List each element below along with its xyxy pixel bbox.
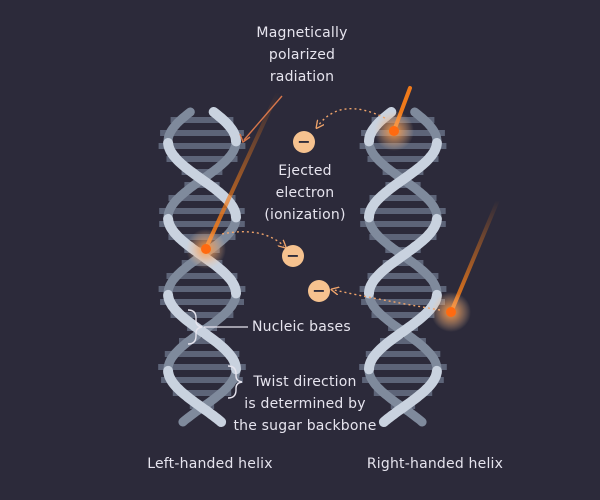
radiation-pointer-arrowhead [239, 133, 251, 144]
twist-label-line-2: is determined by [244, 396, 366, 412]
nucleic-base [158, 364, 246, 370]
nucleic-base [158, 286, 246, 292]
nucleic-base [380, 338, 426, 344]
nucleic-base [179, 338, 225, 344]
nucleic-base [359, 286, 447, 292]
nucleic-base [359, 364, 447, 370]
ejection-arrow-top [318, 108, 386, 126]
left-helix-caption: Left-handed helix [130, 453, 290, 475]
radiation-label-line-1: Magnetically [256, 25, 348, 41]
electron-icon: − [282, 245, 304, 267]
bases-label: Nucleic bases [252, 316, 362, 338]
nucleic-base [170, 312, 234, 318]
right-helix-caption: Right-handed helix [350, 453, 520, 475]
nucleic-base [367, 273, 439, 279]
nucleic-base [172, 390, 232, 396]
nucleic-base [168, 195, 236, 201]
radiation-label: Magnetically polarized radiation [232, 22, 372, 88]
right-helix-caption-text: Right-handed helix [366, 456, 504, 472]
twist-bracket [227, 365, 243, 399]
ejection-arrow-middle [221, 231, 284, 246]
twist-label: Twist direction is determined by the sug… [230, 371, 380, 437]
electron-icon: − [308, 280, 330, 302]
twist-label-line-1: Twist direction [253, 374, 357, 390]
nucleic-base [361, 299, 445, 305]
nucleic-base [160, 130, 244, 136]
nucleic-base [369, 195, 437, 201]
nucleic-base [371, 312, 435, 318]
electron-symbol: − [286, 246, 299, 265]
nucleic-base [362, 377, 444, 383]
nucleic-base [360, 221, 446, 227]
nucleic-base [360, 208, 446, 214]
radiation-label-line-3: radiation [269, 69, 335, 85]
left-helix [158, 107, 246, 427]
impact-glow-right-top [374, 111, 414, 151]
nucleic-base [166, 273, 238, 279]
nucleic-base [382, 169, 424, 175]
nucleic-base [166, 156, 238, 162]
nucleic-base [181, 169, 223, 175]
radiation-pointer-arrow [243, 95, 283, 141]
nucleic-base [367, 156, 439, 162]
bases-bracket [187, 309, 203, 345]
nucleic-base [373, 390, 433, 396]
nucleic-base [160, 299, 244, 305]
electron-symbol: − [297, 132, 310, 151]
radiation-beam-left [204, 90, 280, 250]
electron-label: Ejected electron (ionization) [240, 160, 370, 226]
electron-label-line-1: Ejected [278, 163, 332, 179]
nucleic-base [365, 351, 441, 357]
nucleic-base [159, 221, 245, 227]
twist-label-line-3: the sugar backbone [233, 418, 377, 434]
nucleic-base [369, 234, 437, 240]
radiation-label-line-2: polarized [268, 47, 336, 63]
nucleic-base [159, 208, 245, 214]
nucleic-base [164, 351, 240, 357]
bases-label-text: Nucleic bases [252, 319, 351, 335]
nucleic-base [161, 377, 243, 383]
impact-glow-left [186, 229, 226, 269]
electron-symbol: − [312, 281, 325, 300]
radiation-beam-right-bottom [450, 198, 500, 312]
nucleic-base [170, 117, 234, 123]
electron-icon: − [293, 131, 315, 153]
nucleic-base [382, 260, 424, 266]
left-helix-caption-text: Left-handed helix [147, 456, 273, 472]
electron-label-line-3: (ionization) [264, 207, 346, 223]
impact-glow-right-bottom [431, 292, 471, 332]
electron-label-line-2: electron [275, 185, 335, 201]
nucleic-base [158, 143, 246, 149]
